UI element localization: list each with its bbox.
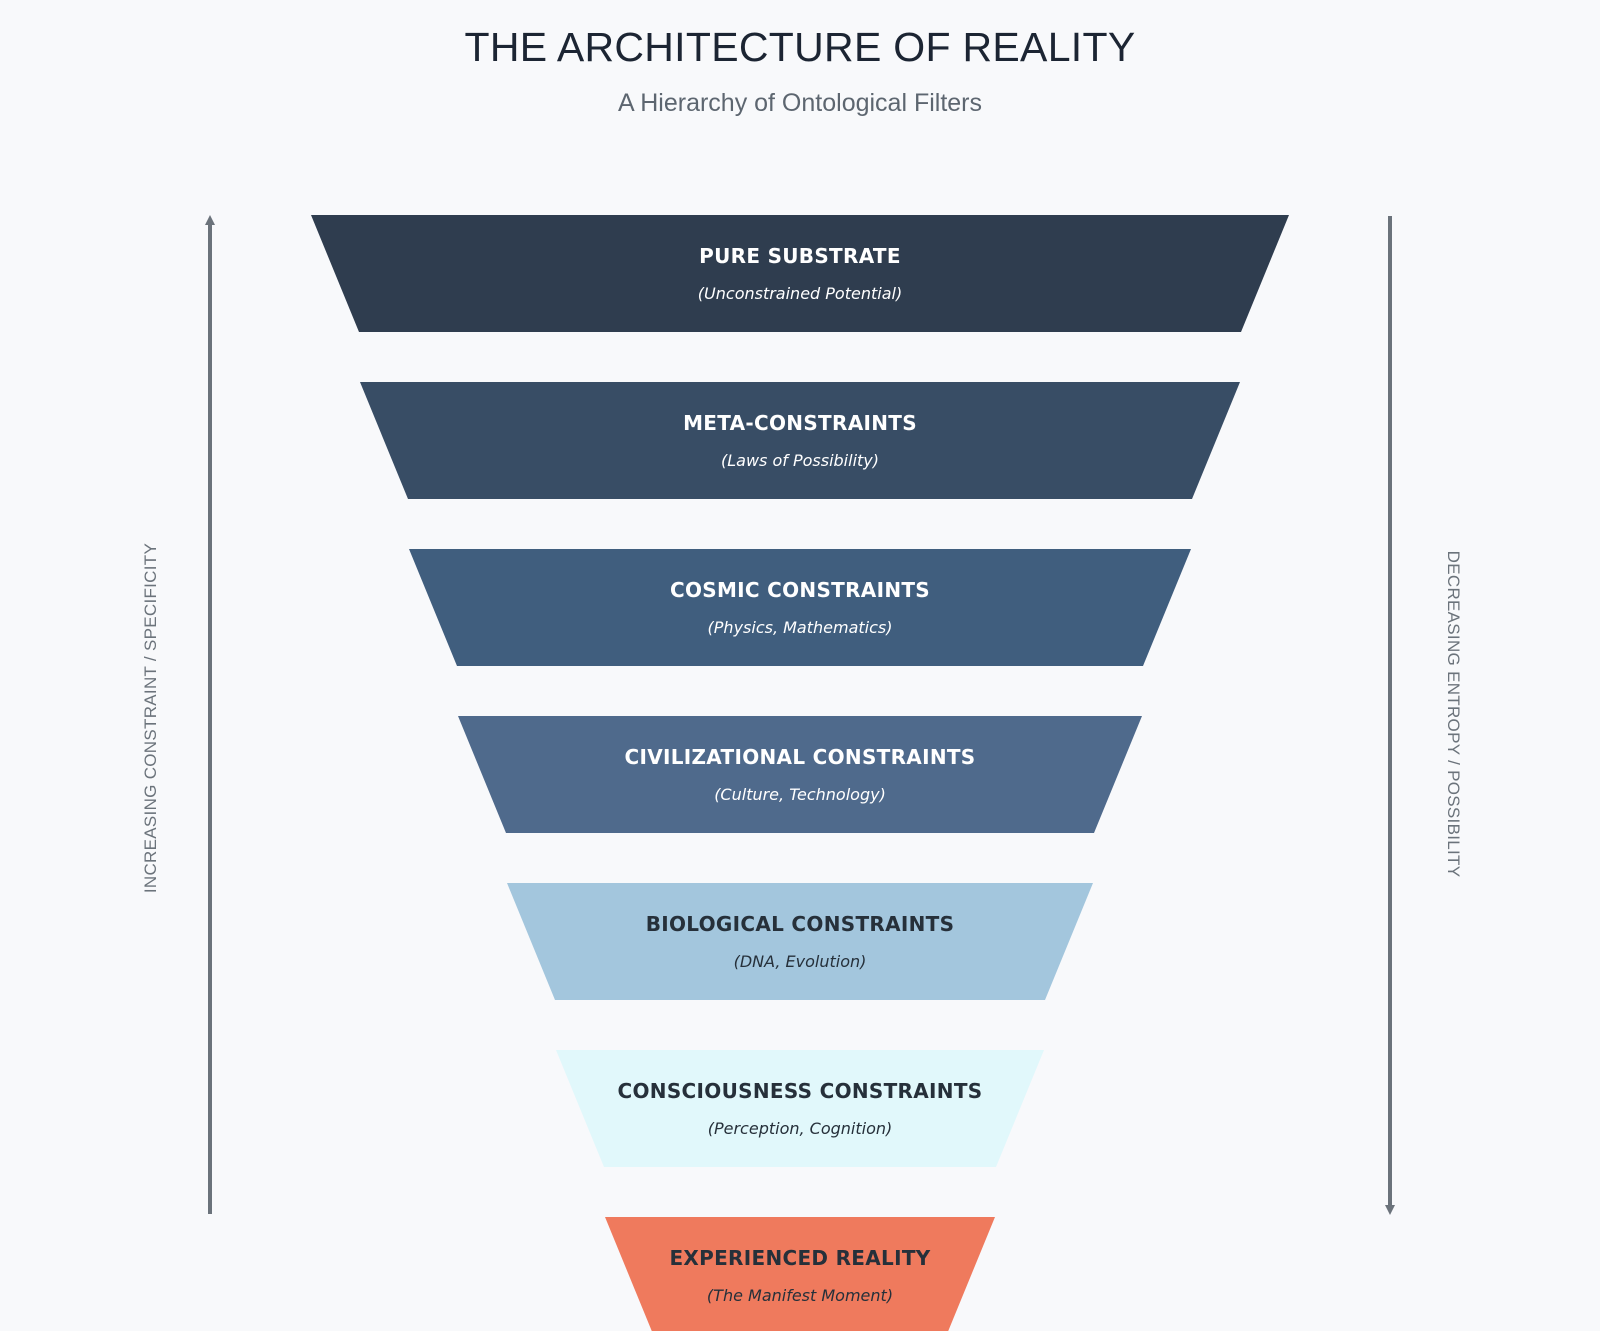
funnel-layer	[507, 883, 1093, 1000]
funnel-layer	[458, 716, 1142, 833]
funnel-layer	[409, 549, 1191, 666]
funnel-layers: PURE SUBSTRATE (Unconstrained Potential) M…	[311, 215, 1289, 1331]
layer-title: BIOLOGICAL CONSTRAINTS	[646, 912, 955, 936]
layer-subtitle: (Culture, Technology)	[714, 785, 886, 804]
layer-title: PURE SUBSTRATE	[699, 244, 901, 268]
layer-subtitle: (DNA, Evolution)	[734, 952, 867, 971]
diagram-title: THE ARCHITECTURE OF REALITY	[464, 24, 1136, 70]
layer-subtitle: (Physics, Mathematics)	[708, 618, 893, 637]
funnel-layer	[360, 382, 1240, 499]
layer-title: CONSCIOUSNESS CONSTRAINTS	[618, 1079, 983, 1103]
funnel-layer	[556, 1050, 1044, 1167]
layer-title: COSMIC CONSTRAINTS	[670, 578, 930, 602]
funnel-layer	[311, 215, 1289, 332]
layer-title: CIVILIZATIONAL CONSTRAINTS	[624, 745, 975, 769]
left-axis-label: INCREASING CONSTRAINT / SPECIFICITY	[141, 542, 160, 894]
layer-subtitle: (Unconstrained Potential)	[698, 284, 902, 303]
right-axis-label: DECREASING ENTROPY / POSSIBILITY	[1444, 550, 1463, 878]
funnel-layer	[605, 1217, 995, 1331]
layer-subtitle: (Perception, Cognition)	[708, 1119, 893, 1138]
layer-title: META-CONSTRAINTS	[683, 411, 917, 435]
layer-title: EXPERIENCED REALITY	[669, 1246, 930, 1270]
layer-subtitle: (Laws of Possibility)	[721, 451, 879, 470]
layer-subtitle: (The Manifest Moment)	[707, 1286, 893, 1305]
diagram-subtitle: A Hierarchy of Ontological Filters	[617, 89, 983, 117]
